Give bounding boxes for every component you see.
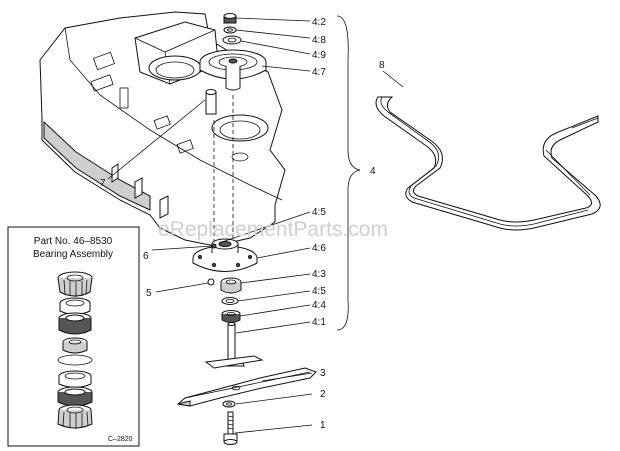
- inset-bearing-cup-top: [59, 297, 91, 315]
- mower-deck: [39, 11, 286, 247]
- callout-2: 2: [320, 389, 326, 400]
- inset-title-part-number: Part No. 46–8530: [34, 236, 113, 247]
- callout-3: 3: [320, 368, 326, 379]
- washer-4-8: [223, 26, 237, 34]
- blade-3: [176, 367, 317, 407]
- inset-snap-ring: [57, 354, 93, 366]
- callout-4-7: 4:7: [312, 67, 326, 78]
- nut-4-2: [223, 13, 237, 24]
- callout-4-8: 4:8: [312, 35, 326, 46]
- callout-4-1: 4:1: [312, 317, 326, 328]
- callout-8: 8: [379, 60, 385, 71]
- inset-title-bearing-assembly: Bearing Assembly: [33, 249, 113, 260]
- v-belt: [375, 96, 601, 231]
- inset-drawing-code: C–2820: [108, 436, 133, 443]
- washer-2: [222, 400, 236, 408]
- callout-labels: 4:2 4:8 4:9 4:7 8 4 7 4:5 6 4:6 4:3 5 4:…: [100, 17, 385, 431]
- callout-1: 1: [320, 420, 326, 431]
- inset-bearing-cone-bottom: [57, 404, 93, 429]
- bolt-1: [223, 411, 238, 445]
- callout-5: 5: [146, 288, 152, 299]
- callout-4-5-upper: 4:5: [312, 207, 326, 218]
- callout-7: 7: [100, 178, 106, 189]
- bearing-4-4: [221, 310, 241, 323]
- pulley-assembly: [199, 49, 267, 91]
- callout-4-3: 4:3: [312, 269, 326, 280]
- inset-bearing-cup-lower: [58, 370, 92, 388]
- spacer-4-5: [221, 297, 239, 305]
- bearing-assembly-inset: Part No. 46–8530 Bearing Assembly: [7, 226, 140, 447]
- callout-4-6: 4:6: [312, 243, 326, 254]
- inset-bearing-cone-top: [57, 271, 93, 297]
- inset-bearing-race-lower: [57, 386, 93, 407]
- callout-4-9: 4:9: [312, 50, 326, 61]
- inset-seal: [62, 337, 88, 354]
- washer-5: [207, 278, 215, 286]
- callout-4-5-lower: 4:5: [312, 286, 326, 297]
- callout-4-2: 4:2: [312, 17, 326, 28]
- inset-bearing-race-upper: [58, 312, 92, 335]
- leader-lines: [107, 15, 404, 434]
- spindle-housing-4-6: [192, 238, 258, 272]
- watermark: eReplacementParts.com: [158, 218, 388, 241]
- washer-4-9: [222, 35, 242, 45]
- callout-4-4: 4:4: [312, 300, 326, 311]
- spindle-shaft-4-1: [204, 322, 264, 369]
- bearing-4-3: [220, 277, 242, 294]
- callout-4: 4: [370, 166, 376, 177]
- callout-6: 6: [143, 251, 149, 262]
